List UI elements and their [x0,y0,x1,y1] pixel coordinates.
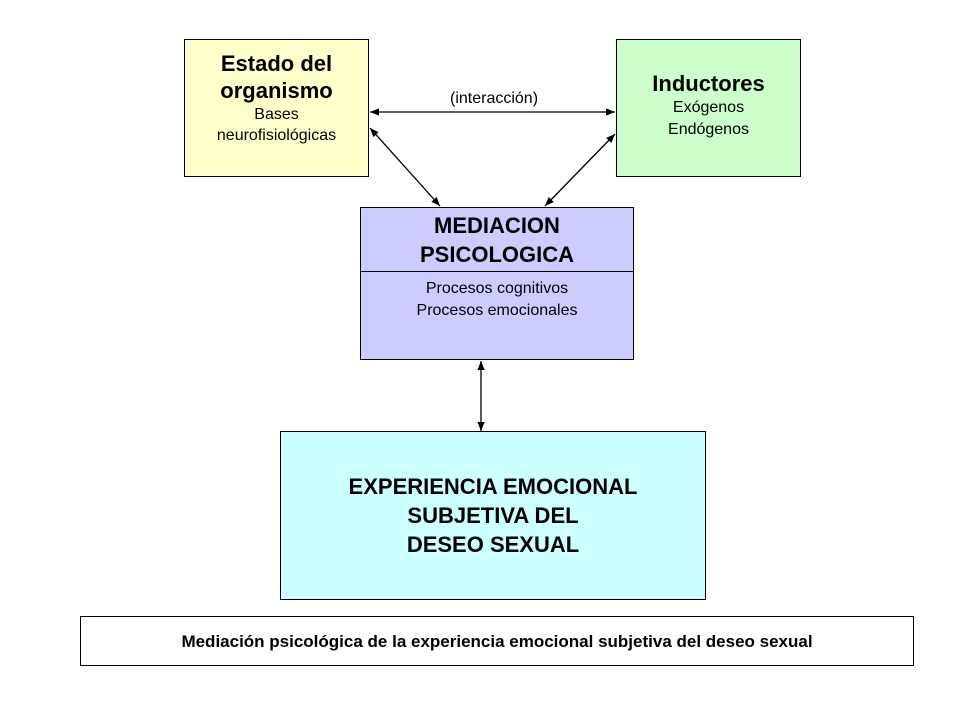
experiencia-emocional-box: EXPERIENCIA EMOCIONAL SUBJETIVA DEL DESE… [280,431,706,600]
estado-mediacion-arrow [369,127,441,207]
inductores-box: Inductores Exógenos Endógenos [616,39,801,177]
mediacion-sub-line-2: Procesos emocionales [416,302,578,319]
inductores-title: Inductores [652,71,765,96]
caption-box: Mediación psicológica de la experiencia … [80,616,914,666]
mediacion-title-line-1: MEDIACION [434,213,560,238]
experiencia-title-line-3: DESEO SEXUAL [406,532,580,557]
experiencia-title-line-2: SUBJETIVA DEL [407,503,579,528]
estado-title-line-1: Estado del [220,51,333,76]
caption-text: Mediación psicológica de la experiencia … [181,632,813,651]
estado-sub-line-2: neurofisiológicas [216,127,337,144]
interaction-label: (interacción) [449,90,539,107]
inductores-mediacion-arrow [544,133,616,207]
estado-title: Estado del organismo [185,50,368,104]
mediacion-title: MEDIACION PSICOLOGICA [361,211,633,269]
mediacion-title-line-2: PSICOLOGICA [419,242,574,267]
mediacion-divider [361,271,633,272]
inductores-sub-line-1: Exógenos [672,99,745,116]
estado-sub-line-1: Bases [254,106,299,123]
estado-organismo-box: Estado del organismo Bases neurofisiológ… [184,39,369,177]
estado-title-line-2: organismo [220,78,333,103]
inductores-sub-line-2: Endógenos [668,121,749,138]
mediacion-psicologica-box: MEDIACION PSICOLOGICA Procesos cognitivo… [360,207,634,360]
experiencia-title: EXPERIENCIA EMOCIONAL SUBJETIVA DEL DESE… [281,472,705,559]
mediacion-sub: Procesos cognitivos Procesos emocionales [361,278,633,322]
experiencia-title-line-1: EXPERIENCIA EMOCIONAL [348,474,638,499]
mediacion-sub-line-1: Procesos cognitivos [425,280,569,297]
